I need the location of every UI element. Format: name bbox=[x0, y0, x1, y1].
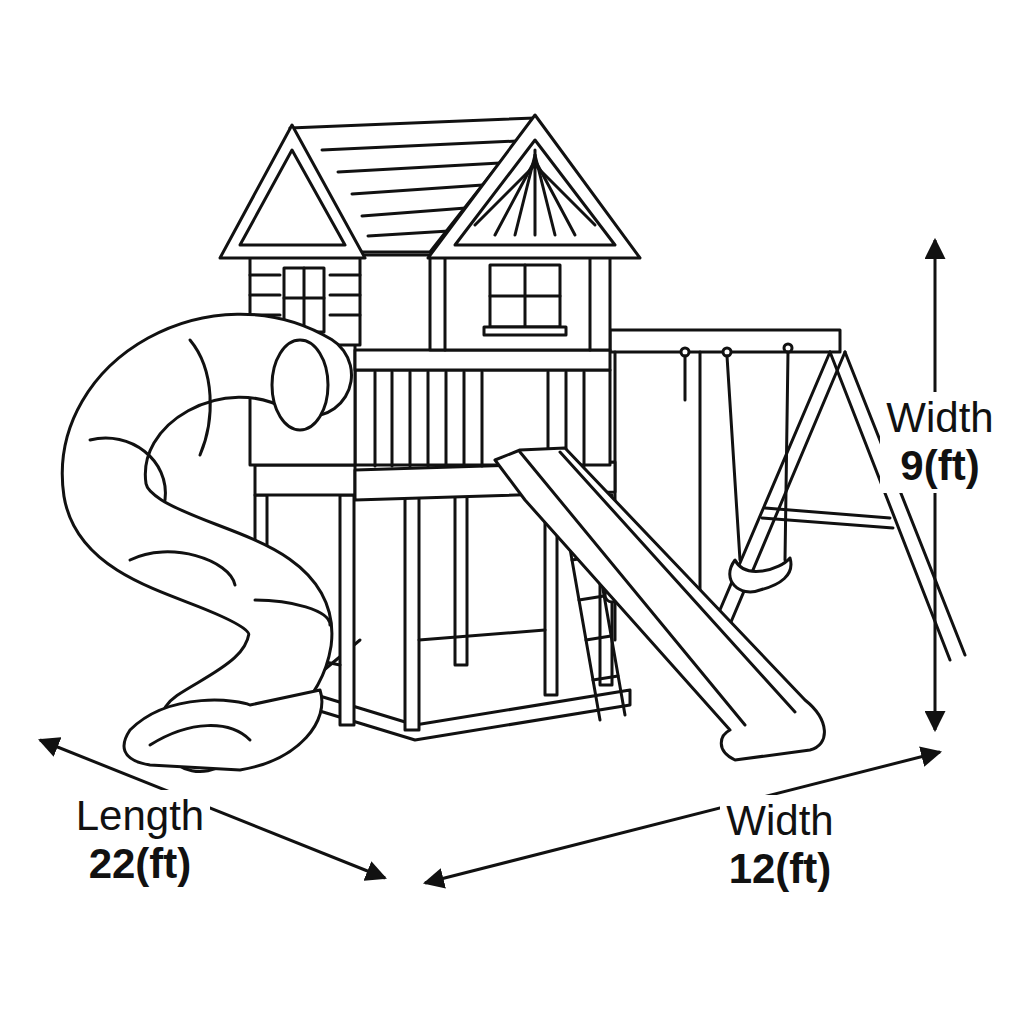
dimension-label: Width 9(ft) bbox=[880, 392, 999, 493]
railing bbox=[583, 372, 586, 466]
playhouse bbox=[330, 274, 360, 277]
tower-posts bbox=[340, 495, 354, 725]
roof bbox=[338, 163, 500, 172]
straight-slide bbox=[520, 452, 745, 725]
roof bbox=[368, 231, 449, 236]
dimension-label: Length 22(ft) bbox=[70, 790, 210, 891]
tower-posts bbox=[455, 495, 467, 665]
playhouse bbox=[589, 255, 592, 350]
tube-slide bbox=[190, 340, 210, 455]
straight-slide bbox=[560, 452, 795, 712]
tube-slide bbox=[272, 340, 328, 430]
roof bbox=[428, 115, 640, 258]
tower-posts bbox=[419, 630, 545, 640]
tube-slide bbox=[90, 340, 330, 770]
roof bbox=[240, 150, 345, 245]
roof bbox=[455, 140, 615, 245]
railing bbox=[409, 372, 412, 466]
tower-posts bbox=[405, 495, 419, 730]
swing-frame bbox=[730, 558, 791, 592]
railing bbox=[445, 372, 448, 466]
straight-slide bbox=[495, 448, 824, 760]
swing-frame bbox=[720, 352, 845, 648]
roof bbox=[535, 155, 555, 235]
playhouse bbox=[490, 295, 560, 298]
railing bbox=[463, 372, 466, 466]
upper-deck bbox=[355, 350, 610, 370]
tube-slide bbox=[90, 438, 165, 500]
swing-frame bbox=[762, 518, 893, 528]
tube-slide bbox=[150, 726, 250, 745]
playhouse bbox=[444, 255, 447, 350]
swing-frame bbox=[684, 356, 687, 400]
railing bbox=[355, 370, 610, 465]
railing bbox=[391, 372, 394, 466]
roof bbox=[220, 115, 640, 258]
ladder bbox=[593, 676, 618, 680]
ladder bbox=[586, 636, 611, 640]
playhouse bbox=[303, 268, 306, 332]
playhouse bbox=[430, 255, 610, 350]
roof bbox=[352, 185, 483, 194]
playhouse bbox=[250, 294, 280, 297]
playhouse bbox=[330, 314, 360, 317]
straight-slide bbox=[495, 448, 824, 760]
roof bbox=[362, 208, 466, 216]
playhouse bbox=[484, 327, 566, 335]
railing bbox=[481, 372, 484, 466]
railing bbox=[374, 372, 377, 466]
swing-frame bbox=[705, 352, 830, 645]
roof bbox=[322, 141, 517, 150]
width-arrow bbox=[425, 752, 940, 883]
tube-slide bbox=[255, 600, 330, 625]
playset-illustration bbox=[90, 115, 965, 770]
tube-slide bbox=[130, 552, 235, 585]
playhouse bbox=[360, 254, 430, 257]
swing-frame bbox=[727, 356, 740, 560]
railing bbox=[427, 372, 430, 466]
dimension-label: Width 12(ft) bbox=[720, 795, 839, 896]
playhouse bbox=[250, 274, 280, 277]
swing-frame bbox=[765, 508, 890, 518]
tube-slide bbox=[124, 690, 322, 770]
playhouse bbox=[284, 297, 324, 300]
dimension-arrows bbox=[40, 240, 940, 883]
swing-frame bbox=[785, 352, 788, 560]
roof bbox=[220, 125, 365, 258]
playhouse bbox=[330, 294, 360, 297]
lower-deck bbox=[255, 465, 355, 495]
playhouse bbox=[490, 265, 560, 327]
ladder bbox=[579, 596, 604, 600]
roof bbox=[515, 155, 535, 235]
